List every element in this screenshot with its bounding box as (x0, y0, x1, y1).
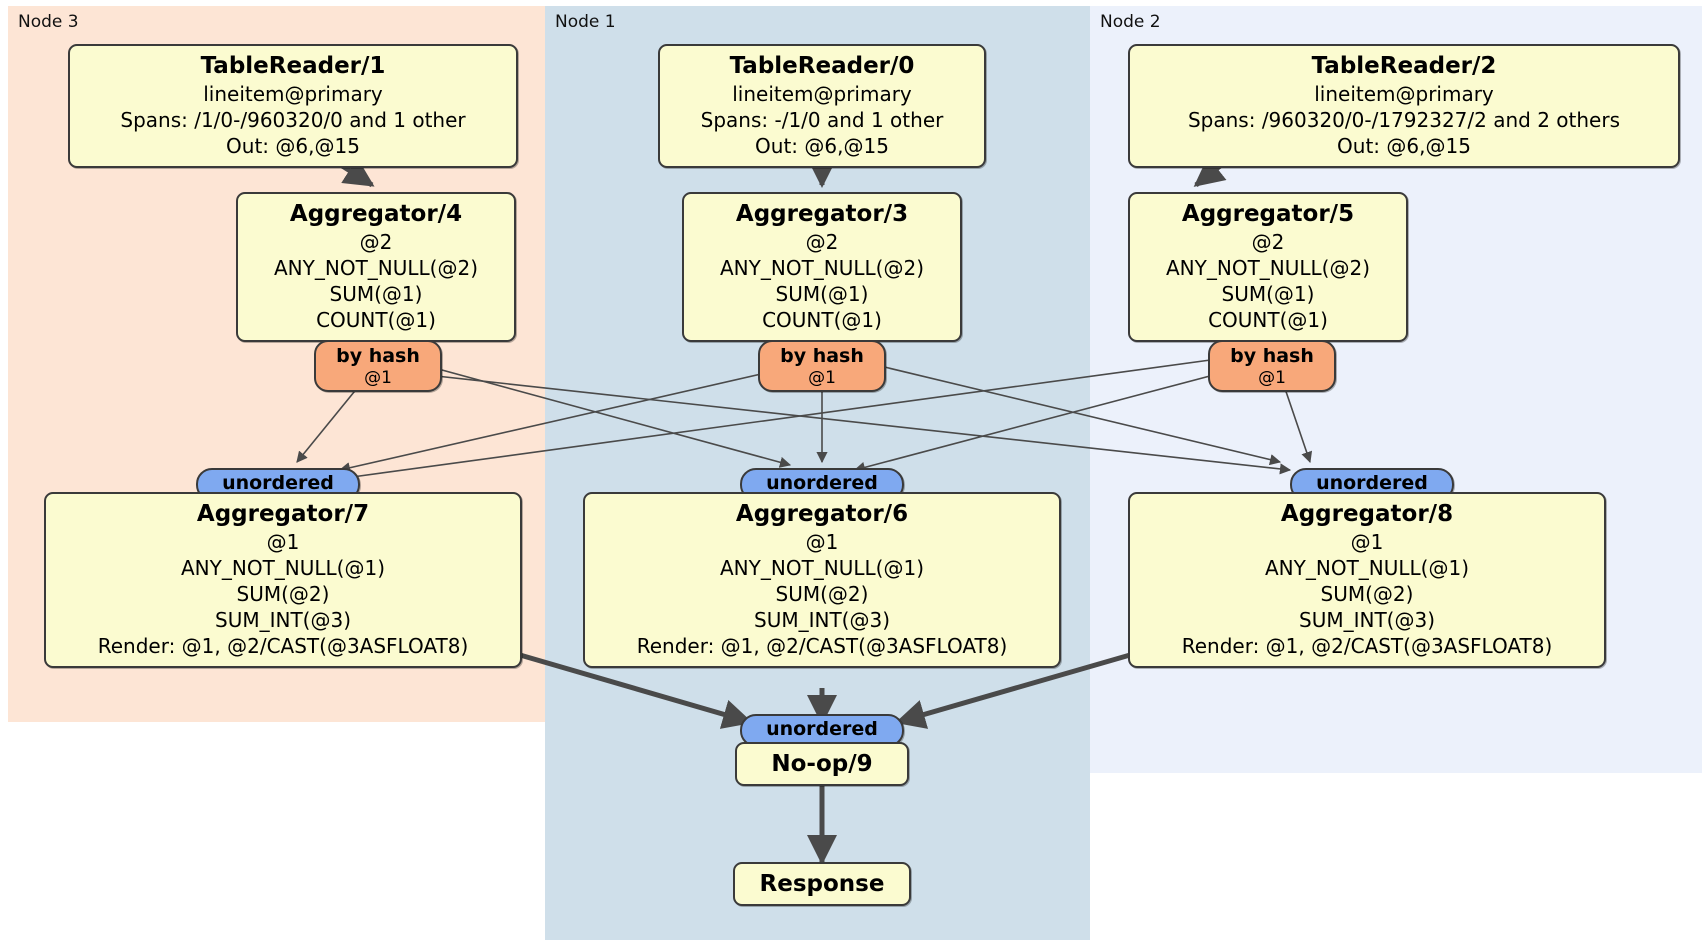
processor-detail: lineitem@primary (1314, 82, 1494, 106)
processor-title: Aggregator/8 (1280, 501, 1454, 527)
processor-detail: @2 (805, 230, 839, 254)
processor-detail: lineitem@primary (732, 82, 912, 106)
router-detail: @1 (808, 368, 836, 388)
processor-title: No-op/9 (771, 751, 873, 777)
processor-title: TableReader/2 (1311, 53, 1497, 79)
processor-title: TableReader/1 (200, 53, 386, 79)
synchronizer-label: unordered (222, 472, 334, 494)
processor-detail: ANY_NOT_NULL(@1) (181, 556, 385, 580)
processor-tablereader-2[interactable]: TableReader/2 lineitem@primary Spans: /9… (1128, 44, 1680, 168)
processor-detail: SUM(@1) (329, 282, 423, 306)
processor-detail: ANY_NOT_NULL(@2) (274, 256, 478, 280)
node-group-label: Node 1 (555, 12, 616, 32)
processor-detail: ANY_NOT_NULL(@1) (720, 556, 924, 580)
processor-detail: COUNT(@1) (762, 308, 882, 332)
processor-aggregator-5[interactable]: Aggregator/5 @2 ANY_NOT_NULL(@2) SUM(@1)… (1128, 192, 1408, 342)
processor-detail: @1 (805, 530, 839, 554)
processor-detail: SUM(@2) (236, 582, 330, 606)
node-group-label: Node 2 (1100, 12, 1161, 32)
processor-detail: lineitem@primary (203, 82, 383, 106)
processor-detail: SUM(@2) (1320, 582, 1414, 606)
router-by-hash-aggregator-5[interactable]: by hash @1 (1208, 340, 1336, 392)
processor-detail: Render: @1, @2/CAST(@3ASFLOAT8) (97, 634, 469, 658)
processor-detail: Spans: -/1/0 and 1 other (700, 108, 944, 132)
processor-detail: @1 (266, 530, 300, 554)
processor-detail: ANY_NOT_NULL(@1) (1265, 556, 1469, 580)
processor-title: Aggregator/7 (196, 501, 370, 527)
router-label: by hash (780, 345, 864, 367)
processor-detail: SUM(@1) (775, 282, 869, 306)
processor-detail: SUM_INT(@3) (215, 608, 351, 632)
processor-tablereader-1[interactable]: TableReader/1 lineitem@primary Spans: /1… (68, 44, 518, 168)
router-by-hash-aggregator-3[interactable]: by hash @1 (758, 340, 886, 392)
processor-detail: SUM_INT(@3) (1299, 608, 1435, 632)
processor-tablereader-0[interactable]: TableReader/0 lineitem@primary Spans: -/… (658, 44, 986, 168)
processor-detail: SUM(@2) (775, 582, 869, 606)
synchronizer-label: unordered (766, 472, 878, 494)
processor-detail: COUNT(@1) (1208, 308, 1328, 332)
processor-title: Aggregator/6 (735, 501, 909, 527)
router-by-hash-aggregator-4[interactable]: by hash @1 (314, 340, 442, 392)
processor-detail: Out: @6,@15 (1337, 134, 1471, 158)
processor-detail: Spans: /1/0-/960320/0 and 1 other (120, 108, 466, 132)
processor-aggregator-6[interactable]: Aggregator/6 @1 ANY_NOT_NULL(@1) SUM(@2)… (583, 492, 1061, 668)
processor-aggregator-8[interactable]: Aggregator/8 @1 ANY_NOT_NULL(@1) SUM(@2)… (1128, 492, 1606, 668)
processor-detail: @1 (1350, 530, 1384, 554)
processor-detail: Render: @1, @2/CAST(@3ASFLOAT8) (1181, 634, 1553, 658)
processor-response[interactable]: Response (733, 862, 911, 906)
processor-title: Aggregator/5 (1181, 201, 1355, 227)
processor-detail: SUM(@1) (1221, 282, 1315, 306)
processor-detail: ANY_NOT_NULL(@2) (1166, 256, 1370, 280)
processor-detail: SUM_INT(@3) (754, 608, 890, 632)
processor-title: Response (759, 871, 885, 897)
processor-detail: Out: @6,@15 (226, 134, 360, 158)
processor-detail: @2 (1251, 230, 1285, 254)
router-detail: @1 (364, 368, 392, 388)
processor-detail: @2 (359, 230, 393, 254)
synchronizer-label: unordered (1316, 472, 1428, 494)
processor-detail: Render: @1, @2/CAST(@3ASFLOAT8) (636, 634, 1008, 658)
router-detail: @1 (1258, 368, 1286, 388)
processor-detail: ANY_NOT_NULL(@2) (720, 256, 924, 280)
processor-noop-9[interactable]: No-op/9 (735, 742, 909, 786)
processor-detail: COUNT(@1) (316, 308, 436, 332)
processor-title: Aggregator/3 (735, 201, 909, 227)
processor-aggregator-7[interactable]: Aggregator/7 @1 ANY_NOT_NULL(@1) SUM(@2)… (44, 492, 522, 668)
router-label: by hash (336, 345, 420, 367)
processor-aggregator-3[interactable]: Aggregator/3 @2 ANY_NOT_NULL(@2) SUM(@1)… (682, 192, 962, 342)
node-group-label: Node 3 (18, 12, 79, 32)
synchronizer-label: unordered (766, 718, 878, 740)
processor-detail: Out: @6,@15 (755, 134, 889, 158)
processor-aggregator-4[interactable]: Aggregator/4 @2 ANY_NOT_NULL(@2) SUM(@1)… (236, 192, 516, 342)
processor-title: Aggregator/4 (289, 201, 463, 227)
processor-title: TableReader/0 (729, 53, 915, 79)
router-label: by hash (1230, 345, 1314, 367)
processor-detail: Spans: /960320/0-/1792327/2 and 2 others (1187, 108, 1620, 132)
